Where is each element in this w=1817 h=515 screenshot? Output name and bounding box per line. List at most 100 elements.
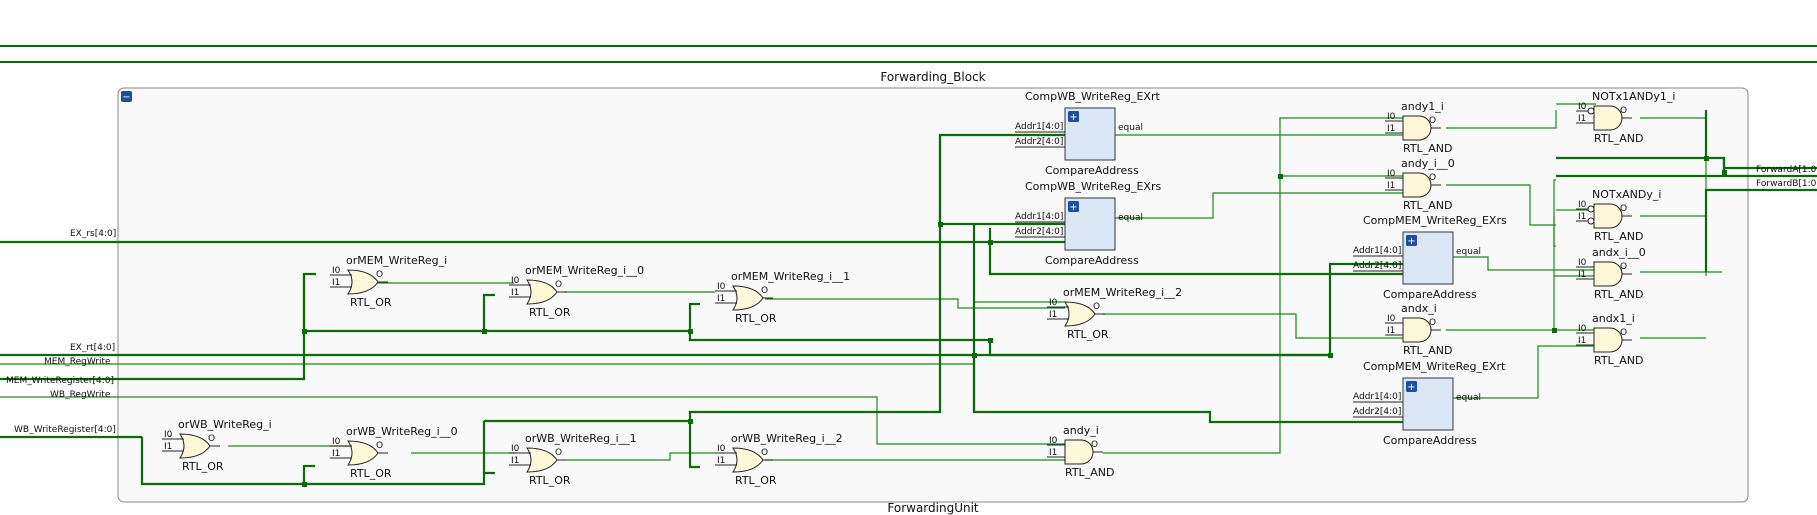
pin-label-i0: I0 <box>1578 324 1587 334</box>
pin-label-i1: I1 <box>511 456 519 466</box>
gate-type-label: RTL_OR <box>182 460 224 473</box>
comparator-instance-name: CompWB_WriteReg_EXrt <box>1025 90 1160 103</box>
wb-exrt-comparator[interactable]: +Addr1[4:0]Addr2[4:0]equalCompWB_WriteRe… <box>1015 90 1160 177</box>
comparator-type-label: CompareAddress <box>1045 164 1139 177</box>
gate-type-label: RTL_AND <box>1403 344 1452 357</box>
inverter-bubble <box>1587 217 1595 225</box>
mem-exrs-comparator[interactable]: +Addr1[4:0]Addr2[4:0]equalCompMEM_WriteR… <box>1353 214 1507 301</box>
pin-label-equal: equal <box>1118 213 1143 223</box>
or-gate-symbol <box>347 269 379 295</box>
comparator-instance-name: CompMEM_WriteReg_EXrt <box>1363 360 1506 373</box>
pin-label-addr1: Addr1[4:0] <box>1015 122 1063 132</box>
comparator-instance-name: CompWB_WriteReg_EXrs <box>1025 180 1161 193</box>
pin-label-i0: I0 <box>332 266 341 276</box>
or-gate-symbol <box>526 279 558 305</box>
gate-instance-name: orWB_WriteReg_i__0 <box>346 425 458 438</box>
gate-instance-name: orWB_WriteReg_i__1 <box>525 432 637 445</box>
pin-label-i1: I1 <box>1578 114 1586 124</box>
pin-label-i0: I0 <box>1578 200 1587 210</box>
pin-label-o: O <box>761 448 768 458</box>
gate-instance-name: andx1_i <box>1592 312 1635 325</box>
pin-label-o: O <box>1620 262 1627 272</box>
pin-label-o: O <box>1620 204 1627 214</box>
and-gate-symbol <box>1402 317 1432 343</box>
comparator-type-label: CompareAddress <box>1383 288 1477 301</box>
gate-instance-name: andy_i__0 <box>1401 157 1455 170</box>
gate-instance-name: orMEM_WriteReg_i <box>346 254 447 267</box>
pin-label-o: O <box>1093 302 1100 312</box>
pin-label-i1: I1 <box>1578 336 1586 346</box>
block-title: Forwarding_Block <box>880 70 985 84</box>
expand-button[interactable] <box>1406 381 1417 392</box>
pin-label-i0: I0 <box>511 444 520 454</box>
gate-type-label: RTL_OR <box>1067 328 1109 341</box>
pin-label-i0: I0 <box>1387 169 1396 179</box>
gate-instance-name: andy1_i <box>1401 100 1444 113</box>
pin-label-addr1: Addr1[4:0] <box>1015 212 1063 222</box>
pin-label-i0: I0 <box>1049 298 1058 308</box>
collapse-button[interactable]: − <box>121 91 132 103</box>
pin-label-i1: I1 <box>1387 326 1395 336</box>
pin-label-i1: I1 <box>332 278 340 288</box>
pin-label-addr1: Addr1[4:0] <box>1353 246 1401 256</box>
pin-label-i1: I1 <box>1049 448 1057 458</box>
gate-type-label: RTL_AND <box>1403 199 1452 212</box>
gate-layer: I0I1OorMEM_WriteReg_iRTL_ORI0I1OorMEM_Wr… <box>162 90 1675 487</box>
port-forward-a: ForwardA[1:0] <box>1756 165 1817 175</box>
comparator-instance-name: CompMEM_WriteReg_EXrs <box>1363 214 1507 227</box>
port-mem-writeregister: MEM_WriteRegister[4:0] <box>6 376 114 386</box>
pin-label-o: O <box>1429 173 1436 183</box>
pin-label-o: O <box>555 448 562 458</box>
expand-icon: + <box>1069 202 1077 213</box>
gate-type-label: RTL_AND <box>1594 288 1643 301</box>
mem-exrt-comparator[interactable]: +Addr1[4:0]Addr2[4:0]equalCompMEM_WriteR… <box>1353 360 1506 447</box>
and-gate-symbol <box>1064 439 1094 465</box>
gate-type-label: RTL_AND <box>1594 132 1643 145</box>
pin-label-equal: equal <box>1456 393 1481 403</box>
pin-label-o: O <box>1429 116 1436 126</box>
expand-button[interactable] <box>1068 201 1079 212</box>
inverter-bubble <box>1587 107 1595 115</box>
gate-type-label: RTL_AND <box>1065 466 1114 479</box>
gate-instance-name: NOTx1ANDy1_i <box>1592 90 1675 103</box>
pin-label-equal: equal <box>1118 123 1143 133</box>
expand-icon: + <box>1407 236 1415 247</box>
comparator-type-label: CompareAddress <box>1045 254 1139 267</box>
pin-label-o: O <box>1620 106 1627 116</box>
pin-label-i1: I1 <box>1578 212 1586 222</box>
pin-label-i0: I0 <box>511 276 520 286</box>
expand-button[interactable] <box>1068 111 1079 122</box>
pin-label-equal: equal <box>1456 247 1481 257</box>
wb-exrs-comparator[interactable]: +Addr1[4:0]Addr2[4:0]equalCompWB_WriteRe… <box>1015 180 1161 267</box>
and-gate-symbol <box>1402 115 1432 141</box>
pin-label-i1: I1 <box>1387 124 1395 134</box>
gate-type-label: RTL_OR <box>735 474 777 487</box>
pin-label-o: O <box>376 441 383 451</box>
or-gate-symbol <box>1064 301 1096 327</box>
pin-label-i1: I1 <box>1049 310 1057 320</box>
pin-label-i0: I0 <box>332 437 341 447</box>
port-wb-regwrite: WB_RegWrite <box>50 390 111 400</box>
expand-button[interactable] <box>1406 235 1417 246</box>
gate-type-label: RTL_OR <box>735 312 777 325</box>
signal-wires <box>0 103 1722 461</box>
footer-title: ForwardingUnit <box>887 501 979 515</box>
gate-instance-name: andx_i <box>1401 302 1437 315</box>
forwarding-block-frame <box>117 87 1749 503</box>
